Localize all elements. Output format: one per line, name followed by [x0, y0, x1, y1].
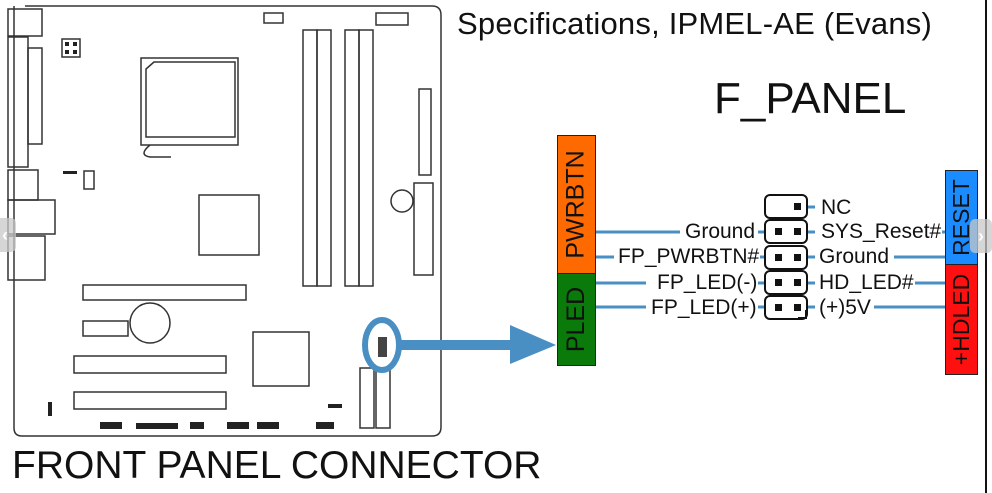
bottom-header-5: [257, 422, 279, 429]
page-title: Specifications, IPMEL-AE (Evans): [457, 6, 933, 41]
pin-label-nc: NC: [820, 196, 853, 220]
group-hdled: +HDLED: [945, 264, 978, 375]
southbridge: [252, 331, 310, 387]
callout-arrow-shaft: [399, 340, 514, 350]
bottom-header-3: [190, 422, 204, 429]
motherboard: [7, 5, 442, 437]
pin-label-hd-led: HD_LED#: [818, 271, 915, 295]
io-usb: [7, 169, 39, 201]
pin-1-marker: [798, 310, 807, 319]
pin-ground-left: [775, 228, 782, 235]
pin-label-5v: (+)5V: [818, 296, 872, 320]
connector-row-3: [764, 245, 808, 270]
bottom-jumper: [328, 404, 342, 408]
prev-button[interactable]: ‹: [0, 218, 16, 252]
atx12v-pin: [65, 42, 69, 46]
jumper: [63, 171, 77, 174]
bottom-header-6: [316, 422, 334, 429]
connector-block: [764, 194, 808, 320]
bottom-header-4: [227, 422, 249, 429]
header-top-right: [375, 12, 409, 26]
board-outline: [13, 5, 442, 437]
pin-label-fp-pwrbtn: FP_PWRBTN#: [617, 245, 761, 269]
pin-sys-reset: [794, 228, 801, 235]
ide-connector: [418, 88, 432, 176]
capacitor: [390, 189, 414, 213]
next-button[interactable]: ›: [970, 219, 992, 253]
fan-header-top: [263, 12, 284, 24]
sata-2: [375, 367, 391, 429]
cmos-battery: [129, 302, 171, 344]
group-hdled-label: +HDLED: [948, 273, 974, 366]
connector-row-2: [764, 219, 808, 244]
sata-1: [359, 367, 375, 429]
callout-arrow-head: [510, 325, 556, 364]
ram-slot-4: [358, 29, 374, 287]
pin-nc: [794, 203, 801, 210]
atx12v-pin: [73, 42, 77, 46]
atx12v-pin: [73, 50, 77, 54]
pin-label-sys-reset: SYS_Reset#: [820, 220, 943, 244]
atx24-connector: [413, 182, 434, 276]
pin-ground-right: [794, 254, 801, 261]
pcie-slot-1: [82, 284, 247, 301]
pin-fp-led-neg: [775, 279, 782, 286]
pin-5v: [794, 304, 801, 311]
atx12v: [61, 38, 81, 58]
pin-label-ground-right: Ground: [818, 245, 891, 269]
chevron-right-icon: ›: [978, 225, 984, 246]
group-pwrbtn: PWRBTN: [557, 135, 596, 274]
northbridge: [198, 194, 260, 256]
io-vga-2: [27, 47, 43, 145]
ram-slot-3: [344, 29, 360, 287]
io-ps2: [7, 8, 43, 37]
connector-row-5: [764, 295, 808, 320]
pci-short-slot: [82, 320, 129, 337]
header-name: F_PANEL: [714, 74, 907, 123]
side-jumper: [48, 402, 52, 416]
callout: [362, 317, 556, 373]
chevron-left-icon: ‹: [2, 224, 8, 245]
cpu-socket-inner: [145, 61, 236, 138]
io-lan: [7, 199, 56, 235]
connector-pins: [775, 203, 807, 319]
io-vga: [7, 36, 29, 168]
pin-fp-led-pos: [775, 304, 782, 311]
pci-slot-1: [73, 355, 227, 374]
ram-slot-2: [316, 29, 332, 287]
pci-slot-2: [73, 391, 227, 410]
pin-fp-pwrbtn: [775, 254, 782, 261]
pin-label-fp-led-neg: FP_LED(-): [656, 271, 759, 295]
front-panel-header-mini: [378, 337, 387, 357]
diagram-caption: FRONT PANEL CONNECTOR: [12, 444, 542, 487]
bottom-header-1: [100, 422, 122, 429]
pin-label-ground-left: Ground: [684, 220, 757, 244]
io-audio: [7, 235, 46, 281]
pin-hd-led: [794, 279, 801, 286]
atx12v-pin: [65, 50, 69, 54]
wires: [596, 205, 945, 309]
fan-header-cpu: [83, 170, 95, 190]
connector-row-4: [764, 270, 808, 295]
group-pled: PLED: [557, 273, 596, 366]
cpu-lever: [143, 144, 171, 158]
motherboard-details: [48, 42, 387, 429]
group-pled-label: PLED: [562, 286, 590, 353]
bottom-header-2: [136, 423, 178, 429]
cpu-socket: [140, 57, 239, 146]
connector-row-1: [764, 194, 808, 219]
group-pwrbtn-label: PWRBTN: [562, 150, 591, 259]
ram-slot-1: [302, 29, 318, 287]
pin-label-fp-led-pos: FP_LED(+): [650, 296, 758, 320]
